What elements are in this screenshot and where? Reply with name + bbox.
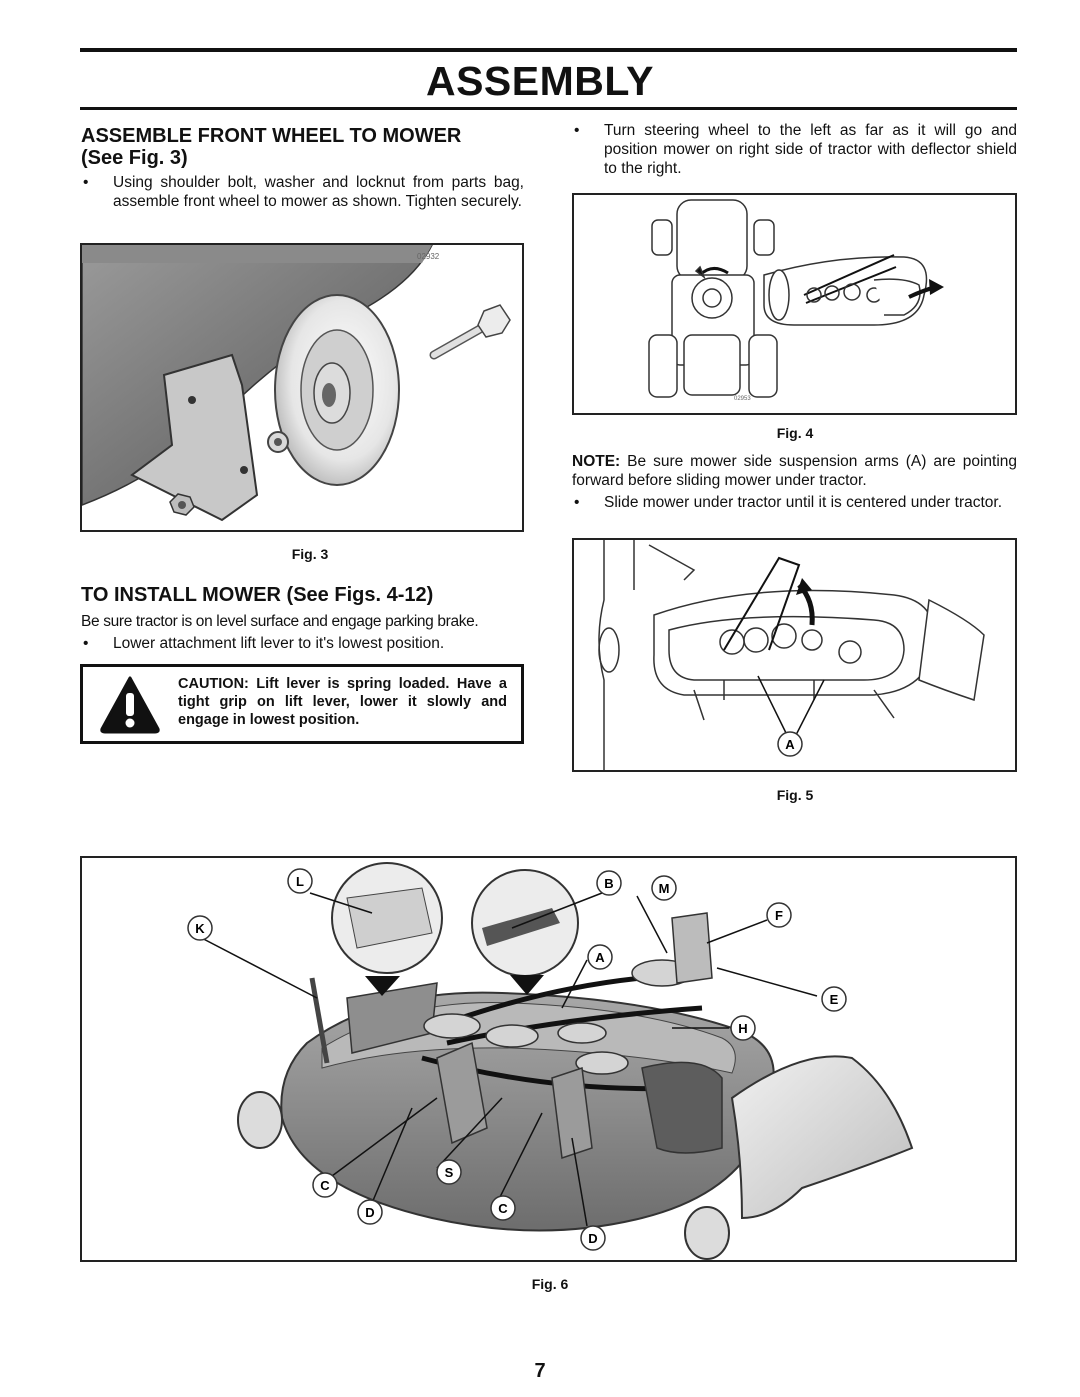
fig6-callout-l: L bbox=[296, 874, 304, 889]
fig6-caption: Fig. 6 bbox=[531, 1276, 569, 1292]
figure-3: 02932 bbox=[80, 243, 524, 532]
bullet-front-wheel: • Using shoulder bolt, washer and locknu… bbox=[81, 173, 524, 211]
caution-box: CAUTION: Lift lever is spring loaded. Ha… bbox=[80, 664, 524, 744]
bullet-lower-lever: • Lower attachment lift lever to it's lo… bbox=[81, 634, 524, 653]
fig6-callout-h: H bbox=[738, 1021, 747, 1036]
heading-line-1: ASSEMBLE FRONT WHEEL TO MOWER bbox=[81, 125, 462, 147]
fig4-part-number: 02953 bbox=[734, 396, 751, 402]
bullet-text: Lower attachment lift lever to it's lowe… bbox=[113, 635, 445, 652]
bullet-dot: • bbox=[83, 174, 89, 191]
warning-triangle-icon bbox=[100, 676, 160, 734]
fig6-callout-a: A bbox=[595, 950, 605, 965]
fig3-caption: Fig. 3 bbox=[291, 546, 329, 562]
title-underline bbox=[80, 107, 1017, 110]
fig6-callout-m: M bbox=[659, 881, 670, 896]
page-title: ASSEMBLY bbox=[425, 58, 655, 104]
top-rule bbox=[80, 48, 1017, 52]
bullet-turn-steering: • Turn steering wheel to the left as far… bbox=[572, 121, 1017, 178]
fig5-callout-a: A bbox=[785, 737, 795, 752]
fig6-callout-k: K bbox=[195, 921, 205, 936]
figure-4: 02953 bbox=[572, 193, 1017, 415]
figure-5: A bbox=[572, 538, 1017, 772]
fig3-part-number: 02932 bbox=[417, 252, 440, 261]
mower-under-tractor-illustration: A bbox=[598, 540, 985, 770]
tractor-mower-topview-illustration: 02953 bbox=[648, 199, 944, 402]
fig6-callout-d-right: D bbox=[588, 1231, 597, 1246]
section-heading-front-wheel: ASSEMBLE FRONT WHEEL TO MOWER (See Fig. … bbox=[81, 125, 526, 169]
bullet-dot: • bbox=[83, 635, 89, 652]
fig6-callout-b: B bbox=[604, 876, 613, 891]
fig6-callout-c-right: C bbox=[498, 1201, 508, 1216]
figure-6: L K B M F A E H C S D C D bbox=[80, 856, 1017, 1262]
fig6-callout-c-left: C bbox=[320, 1178, 330, 1193]
note-paragraph: NOTE: Be sure mower side suspension arms… bbox=[572, 452, 1017, 490]
bullet-text: Turn steering wheel to the left as far a… bbox=[604, 122, 1017, 177]
bullet-slide-mower: • Slide mower under tractor until it is … bbox=[572, 493, 1017, 512]
bullet-text: Using shoulder bolt, washer and locknut … bbox=[113, 174, 524, 210]
caution-text: CAUTION: Lift lever is spring loaded. Ha… bbox=[178, 676, 507, 728]
bullet-text: Slide mower under tractor until it is ce… bbox=[604, 494, 1003, 511]
page-number: 7 bbox=[534, 1360, 546, 1382]
fig6-callout-d-left: D bbox=[365, 1205, 374, 1220]
front-wheel-illustration: 02932 bbox=[82, 245, 511, 522]
bullet-dot: • bbox=[574, 122, 580, 139]
note-text: Be sure mower side suspension arms (A) a… bbox=[572, 453, 1017, 489]
fig5-caption: Fig. 5 bbox=[776, 787, 814, 803]
section-heading-install-mower: TO INSTALL MOWER (See Figs. 4-12) bbox=[81, 584, 434, 606]
fig6-callout-f: F bbox=[775, 908, 783, 923]
note-label: NOTE: bbox=[572, 453, 621, 470]
install-intro-text: Be sure tractor is on level surface and … bbox=[81, 613, 479, 630]
fig6-callout-s: S bbox=[445, 1165, 454, 1180]
mower-deck-parts-illustration: L K B M F A E H C S D C D bbox=[187, 862, 914, 1260]
bullet-dot: • bbox=[574, 494, 580, 511]
fig4-caption: Fig. 4 bbox=[776, 425, 814, 441]
heading-line-2: (See Fig. 3) bbox=[81, 147, 188, 169]
fig6-callout-e: E bbox=[830, 992, 839, 1007]
